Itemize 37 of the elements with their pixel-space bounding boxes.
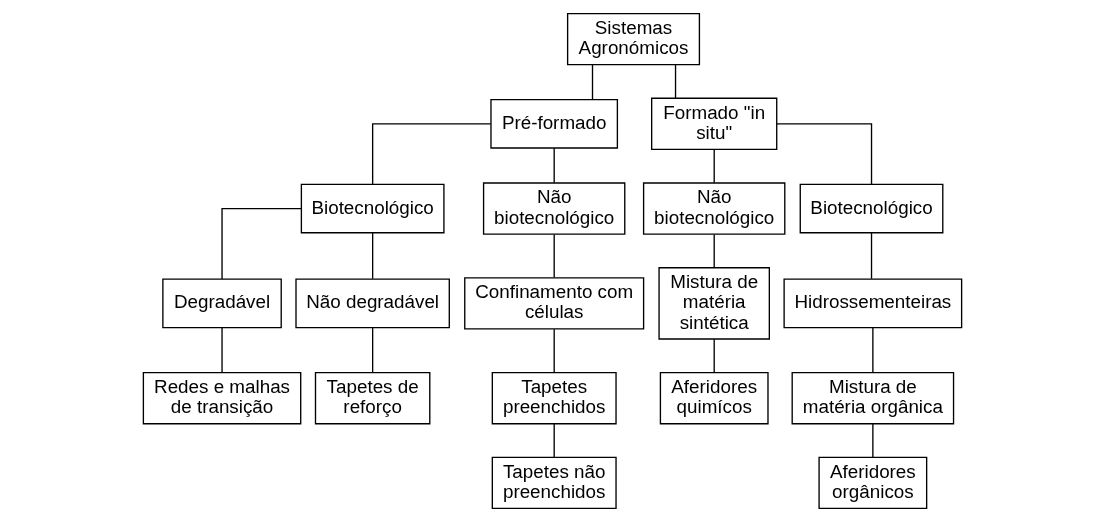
connector — [553, 328, 555, 373]
connector — [553, 423, 555, 458]
connector — [870, 232, 873, 280]
connector — [713, 149, 715, 184]
node-box: Redes e malhas de transição — [142, 371, 302, 425]
node-box: Tapetes não preenchidos — [491, 456, 617, 510]
connector — [872, 423, 874, 458]
connector — [371, 232, 374, 280]
connector — [713, 338, 715, 374]
node-box: Sistemas Agronómicos — [566, 12, 701, 66]
node-box: Mistura de matéria sintética — [658, 267, 770, 340]
connector — [221, 207, 302, 280]
node-box: Hidrossementeiras — [783, 278, 963, 329]
node-box: Biotecnológico — [799, 183, 944, 234]
connector — [371, 327, 374, 373]
node-box: Não degradável — [295, 278, 450, 329]
node-box: Tapetes de reforço — [314, 371, 431, 425]
connector — [553, 233, 555, 279]
connector — [713, 233, 715, 269]
connector — [776, 123, 873, 185]
node-box: Não biotecnológico — [642, 182, 786, 235]
node-box: Mistura de matéria orgânica — [791, 371, 955, 425]
connector — [591, 64, 594, 100]
node-box: Tapetes preenchidos — [491, 371, 617, 425]
connector — [872, 327, 874, 373]
node-box: Formado "in situ" — [651, 97, 778, 151]
node-box: Não biotecnológico — [482, 182, 626, 235]
node-box: Aferidores quimícos — [659, 371, 769, 425]
connector — [674, 64, 677, 99]
connector — [553, 147, 555, 184]
connector — [221, 327, 223, 373]
node-box: Aferidores orgânicos — [818, 456, 928, 510]
node-box: Pré-formado — [490, 98, 619, 149]
connector — [371, 123, 492, 185]
node-box: Biotecnológico — [300, 183, 445, 234]
node-box: Confinamento com células — [464, 277, 645, 330]
node-box: Degradável — [162, 278, 282, 329]
